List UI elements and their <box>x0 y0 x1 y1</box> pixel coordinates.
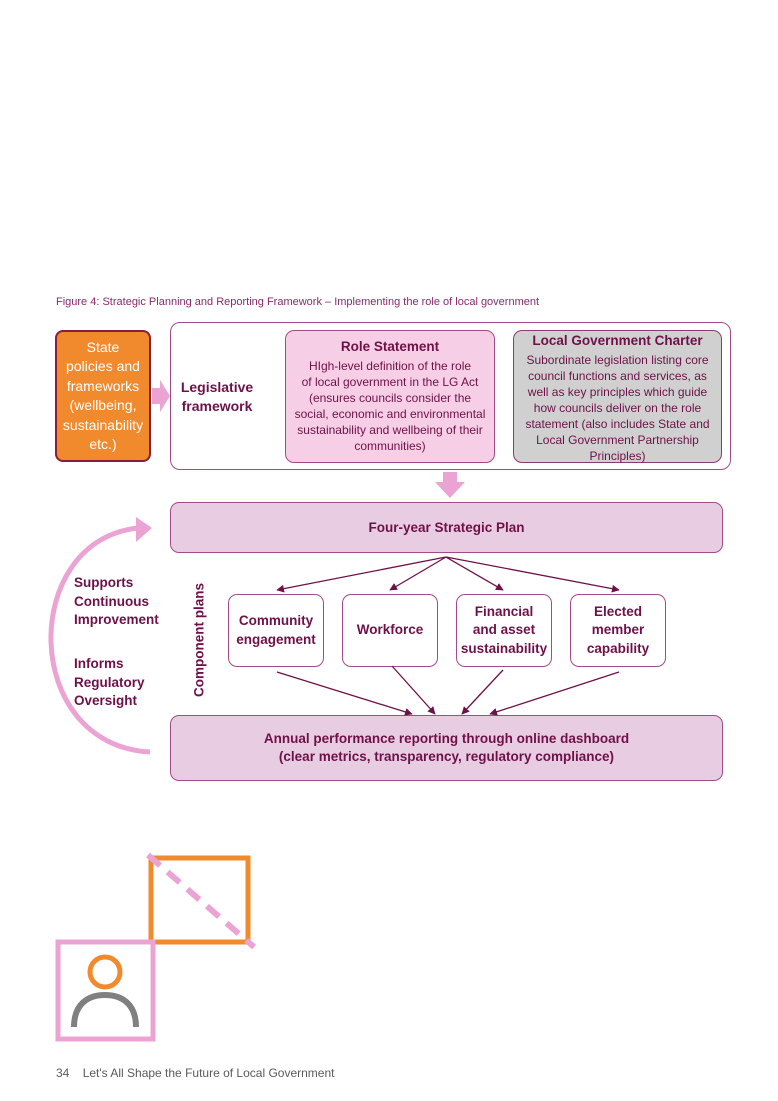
page-number: 34 <box>56 1066 70 1080</box>
charter-line: Principles) <box>589 449 646 463</box>
state-policies-box: State policies and frameworks (wellbeing… <box>55 330 151 462</box>
charter-line: council functions and services, as <box>528 369 707 383</box>
feedback-curve-arrow <box>48 525 151 755</box>
informs-regulatory-oversight-label: Informs Regulatory Oversight <box>74 655 145 711</box>
charter-title: Local Government Charter <box>532 333 703 348</box>
charter-line: well as key principles which guide <box>527 385 708 399</box>
role-statement-title: Role Statement <box>340 339 440 354</box>
pink-down-arrow <box>435 472 465 498</box>
informs-line: Regulatory <box>74 674 145 690</box>
role-line: communities) <box>354 439 426 453</box>
legislative-framework-frame <box>170 322 731 470</box>
state-line: policies and <box>66 358 140 374</box>
four-year-strategic-plan-box: Four-year Strategic Plan <box>170 502 723 553</box>
component-line: and asset <box>472 622 536 638</box>
role-statement-box: Role Statement HIgh-level definition of … <box>285 330 495 463</box>
state-line: State <box>86 338 120 355</box>
state-line: etc.) <box>89 436 117 452</box>
component-line: member <box>591 622 645 638</box>
community-to-annual-arrow <box>276 671 413 716</box>
figure-caption: Figure 4: Strategic Planning and Reporti… <box>56 296 540 308</box>
charter-line: how councils deliver on the role <box>533 401 702 415</box>
legislative-line: framework <box>181 398 253 414</box>
plan-to-elected-arrow <box>445 556 620 593</box>
component-community-engagement: Community engagement <box>228 594 324 667</box>
component-line: sustainability <box>460 640 548 656</box>
component-line: Workforce <box>356 622 424 638</box>
role-statement-body: HIgh-level definition of the role of loc… <box>295 358 486 454</box>
component-workforce: Workforce <box>342 594 438 667</box>
supports-continuous-improvement-label: Supports Continuous Improvement <box>74 574 159 630</box>
workforce-to-annual-arrow <box>391 665 436 715</box>
charter-line: statement (also includes State and <box>525 417 710 431</box>
charter-line: Local Government Partnership <box>536 433 699 447</box>
feedback-arrowhead <box>136 517 152 542</box>
legislative-line: Legislative <box>180 379 254 395</box>
person-icon <box>71 954 139 1028</box>
supports-line: Improvement <box>74 612 159 627</box>
financial-to-annual-arrow <box>461 669 504 715</box>
informs-line: Informs <box>74 656 124 671</box>
elected-to-annual-arrow <box>489 671 620 716</box>
pink-square-decoration <box>55 939 156 1042</box>
plan-to-workforce-arrow <box>389 556 447 591</box>
role-line: HIgh-level definition of the role <box>308 359 472 373</box>
plan-to-community-arrow <box>276 556 447 593</box>
component-line: capability <box>586 640 650 656</box>
role-line: social, economic and environmental <box>294 407 486 421</box>
pink-dashed-diagonal-decoration <box>146 852 256 950</box>
role-line: sustainability and wellbeing of their <box>297 423 483 437</box>
document-title: Let's All Shape the Future of Local Gove… <box>82 1066 335 1080</box>
informs-line: Oversight <box>74 693 138 708</box>
annual-performance-reporting-box: Annual performance reporting through onl… <box>170 715 723 781</box>
state-line: frameworks <box>66 377 140 394</box>
plan-to-financial-arrow <box>445 556 504 591</box>
local-government-charter-box: Local Government Charter Subordinate leg… <box>513 330 722 463</box>
charter-body: Subordinate legislation listing core cou… <box>525 352 709 464</box>
component-line: Financial <box>474 603 534 619</box>
state-line: sustainability <box>62 416 144 433</box>
pink-right-arrow <box>152 380 170 412</box>
page-footer: 34 Let's All Shape the Future of Local G… <box>56 1066 334 1080</box>
role-line: (ensures councils consider the <box>308 391 472 405</box>
supports-line: Continuous <box>74 593 149 609</box>
role-line: of local government in the LG Act <box>301 375 479 389</box>
component-elected-member-capability: Elected member capability <box>570 594 666 667</box>
charter-line: Subordinate legislation listing core <box>526 353 709 367</box>
component-line: Community <box>238 613 314 628</box>
annual-line: Annual performance reporting through onl… <box>263 730 630 746</box>
supports-line: Supports <box>74 575 134 590</box>
legislative-framework-label: Legislative framework <box>172 378 262 416</box>
annual-line: (clear metrics, transparency, regulatory… <box>278 749 615 764</box>
component-financial-asset-sustainability: Financial and asset sustainability <box>456 594 552 667</box>
state-line: (wellbeing, <box>69 397 137 413</box>
orange-square-decoration <box>148 855 251 945</box>
component-line: engagement <box>236 631 316 647</box>
component-line: Elected <box>593 603 643 619</box>
